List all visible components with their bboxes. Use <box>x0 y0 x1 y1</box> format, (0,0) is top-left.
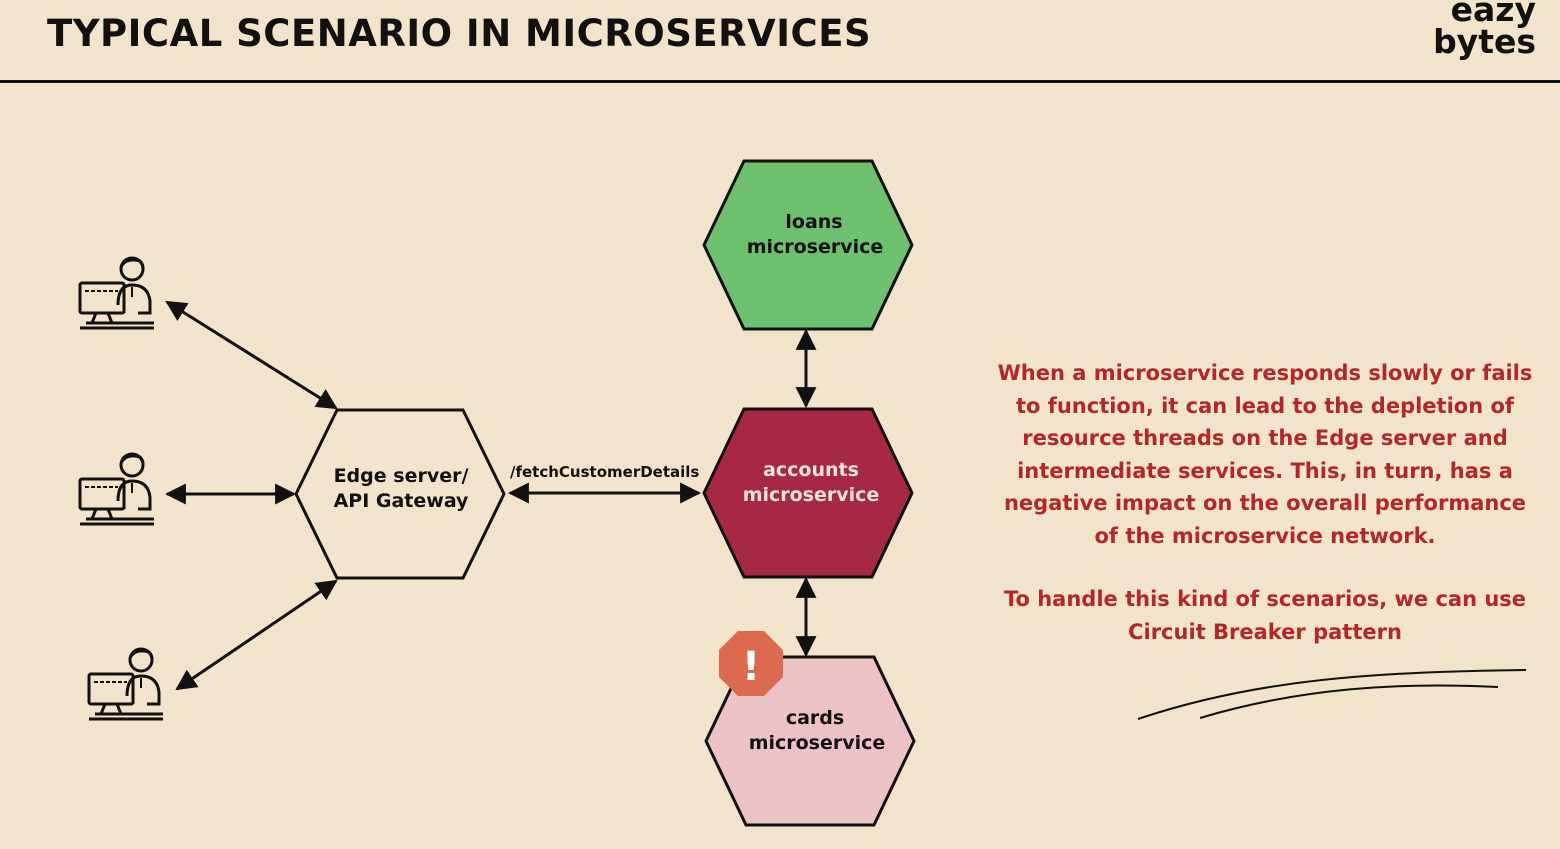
client-1-user-icon <box>78 256 156 330</box>
alert-octagon-icon: ! <box>719 631 783 696</box>
logo-line-2: bytes <box>1433 22 1536 61</box>
client-2-user-icon <box>78 452 156 526</box>
loans-node: loans microservice <box>702 159 914 331</box>
cards-label-line-1: cards <box>786 707 844 729</box>
accounts-label-line-2: microservice <box>743 484 880 506</box>
cards-hexagon <box>704 655 916 827</box>
accounts-node: accounts microservice <box>702 407 914 579</box>
cards-label-line-2: microservice <box>749 732 886 754</box>
loans-label-line-1: loans <box>785 211 842 233</box>
page-title: TYPICAL SCENARIO IN MICROSERVICES <box>47 12 872 55</box>
eazybytes-logo: eazy bytes <box>1433 0 1536 58</box>
loans-label-line-2: microservice <box>747 236 884 258</box>
client-3-user-icon <box>87 647 165 721</box>
decorative-swoosh-line-1 <box>1137 669 1527 720</box>
loans-hexagon <box>702 159 914 331</box>
circuit-breaker-note: To handle this kind of scenarios, we can… <box>1003 587 1527 644</box>
alert-exclamation: ! <box>742 644 760 690</box>
alert-octagon-shape <box>719 631 783 696</box>
fetch-customer-details-endpoint: /fetchCustomerDetails <box>510 463 699 481</box>
client-3-connection-arrow <box>175 579 338 691</box>
accounts-label-line-1: accounts <box>763 459 859 481</box>
decorative-swoosh-line-2 <box>1199 684 1499 719</box>
gateway-label-line-1: Edge server/ <box>334 465 469 487</box>
explanation-paragraph: When a microservice responds slowly or f… <box>997 361 1533 548</box>
logo-line-1: eazy <box>1450 0 1536 29</box>
gateway-hexagon <box>294 408 506 580</box>
header-divider <box>0 80 1560 83</box>
client-1-connection-arrow <box>165 300 338 410</box>
accounts-hexagon <box>702 407 914 579</box>
gateway-node: Edge server/ API Gateway <box>294 408 506 580</box>
cards-node: cards microservice <box>704 655 916 827</box>
gateway-label-line-2: API Gateway <box>334 490 469 512</box>
